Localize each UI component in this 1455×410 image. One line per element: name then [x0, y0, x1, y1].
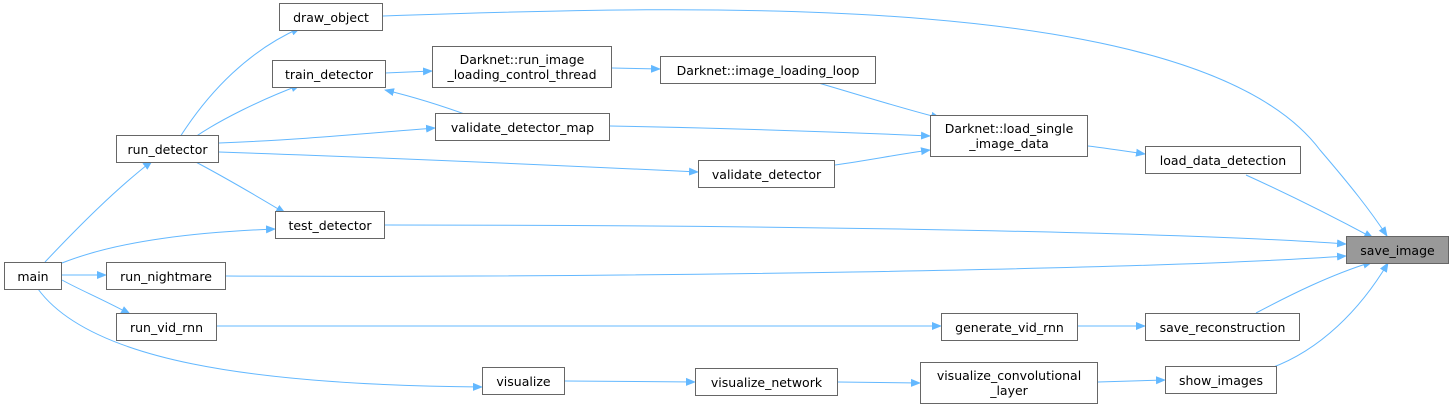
edge-run_detector-draw_object [179, 27, 301, 138]
edge-visualize_network-visualize_convolutional_layer [837, 378, 921, 387]
edge-save_reconstruction-save_image [1255, 260, 1373, 314]
edge-run_image_loading-image_loading_loop [611, 64, 661, 73]
node-load-data-detection[interactable]: load_data_detection [1145, 146, 1301, 174]
edge-visualize_convolutional_layer-show_images [1097, 376, 1166, 385]
node-visualize-network[interactable]: visualize_network [695, 368, 838, 396]
node-run-image-loading-control-thread[interactable]: Darknet::run_image _loading_control_thre… [432, 46, 612, 88]
node-validate-detector[interactable]: validate_detector [698, 160, 835, 188]
edge-test_detector-save_image [384, 224, 1347, 248]
node-run-nightmare[interactable]: run_nightmare [106, 262, 226, 290]
edge-run_detector-validate_detector_map [218, 124, 436, 144]
edge-show_images-save_image [1270, 262, 1389, 369]
edge-validate_detector_map-load_single_image_data [609, 125, 931, 140]
edge-main-visualize [37, 288, 483, 391]
node-show-images[interactable]: show_images [1165, 366, 1277, 394]
node-image-loading-loop[interactable]: Darknet::image_loading_loop [660, 56, 876, 84]
node-train-detector[interactable]: train_detector [272, 60, 386, 88]
edge-image_loading_loop-load_single_image_data [814, 81, 941, 120]
node-run-vid-rnn[interactable]: run_vid_rnn [116, 313, 217, 341]
edge-load_single_image_data-load_data_detection [1087, 145, 1146, 157]
edge-validate_detector-load_single_image_data [834, 147, 931, 166]
node-main[interactable]: main [4, 262, 62, 290]
edge-run_detector-test_detector [191, 159, 286, 214]
node-load-single-image-data[interactable]: Darknet::load_single _image_data [930, 115, 1088, 157]
node-draw-object[interactable]: draw_object [279, 3, 383, 31]
edge-main-run_vid_rnn [61, 279, 131, 315]
node-run-detector[interactable]: run_detector [116, 135, 219, 163]
edge-draw_object-save_image [382, 9, 1388, 237]
node-validate-detector-map[interactable]: validate_detector_map [435, 113, 610, 141]
node-visualize[interactable]: visualize [482, 367, 565, 395]
edge-main-test_detector [61, 225, 276, 264]
edge-run_detector-validate_detector [218, 151, 699, 176]
node-test-detector[interactable]: test_detector [275, 211, 385, 239]
node-save-image[interactable]: save_image [1346, 236, 1449, 264]
node-save-reconstruction[interactable]: save_reconstruction [1145, 313, 1300, 341]
edge-main-run_detector [44, 160, 153, 263]
edge-run_nightmare-save_image [225, 252, 1347, 277]
edge-validate_detector_map-train_detector [384, 88, 471, 117]
node-generate-vid-rnn[interactable]: generate_vid_rnn [941, 313, 1078, 341]
edge-run_detector-train_detector [194, 84, 301, 138]
edge-visualize-visualize_network [564, 377, 696, 386]
edge-load_data_detection-save_image [1245, 174, 1374, 239]
edge-train_detector-run_image_loading [384, 67, 433, 76]
node-visualize-convolutional-layer[interactable]: visualize_convolutional _layer [920, 362, 1098, 404]
